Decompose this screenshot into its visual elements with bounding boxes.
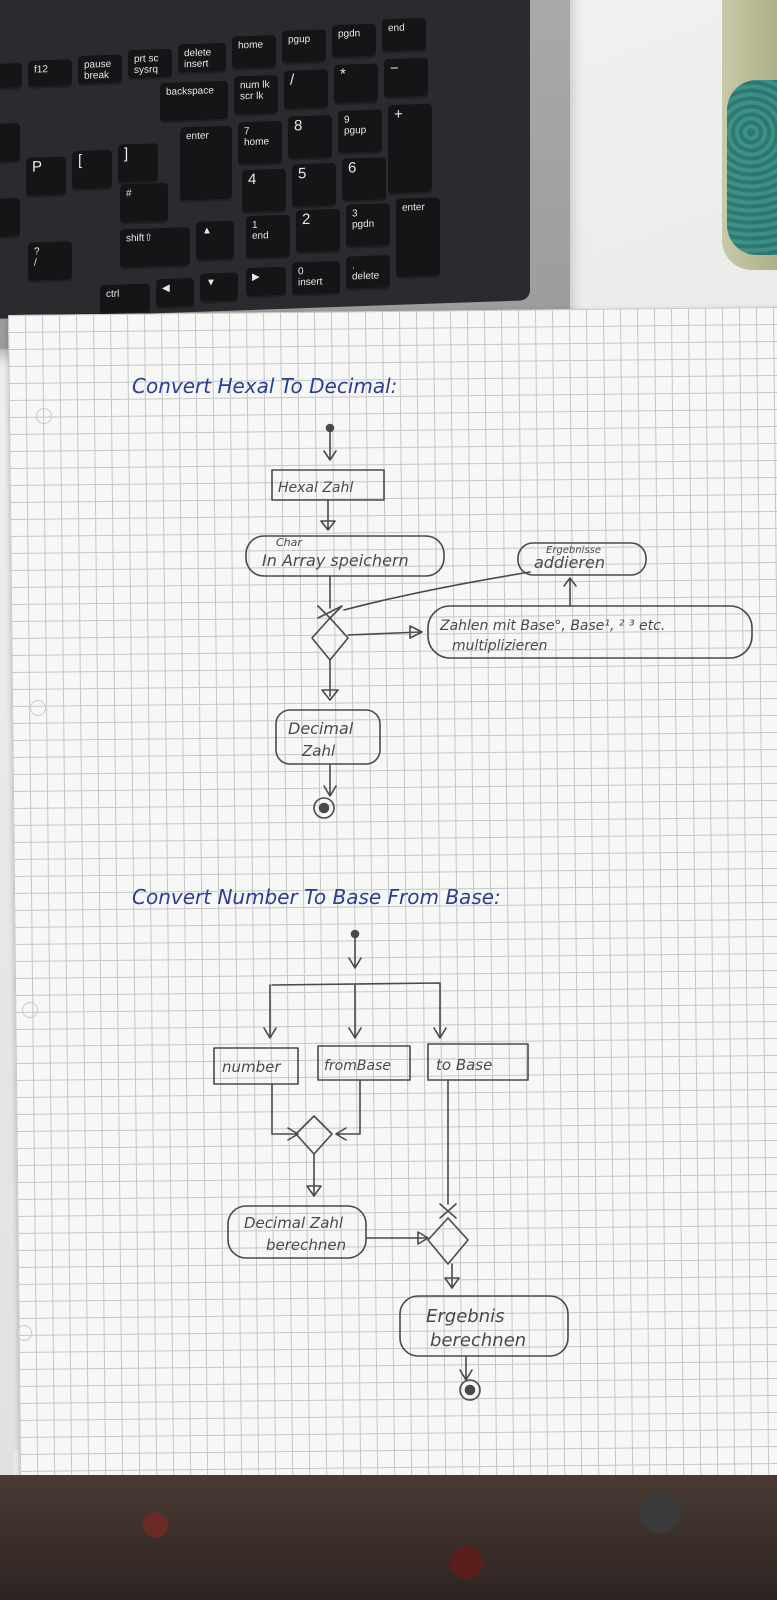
fork-arrows (263, 1027, 447, 1039)
arrow-multiply-to-add (563, 577, 577, 607)
arrow-output-to-end (323, 763, 337, 797)
arrow-start-to-input (323, 430, 337, 461)
node-multiply-line2: multiplizieren (452, 638, 548, 654)
arrow-decimal-to-join2 (365, 1231, 429, 1245)
node-add-note: Ergebnisse (546, 545, 601, 556)
paper-punch-hole (22, 1002, 38, 1018)
arrow-decision-to-multiply (347, 625, 423, 639)
end-node-2-inner (464, 1384, 476, 1396)
fork-bar (269, 982, 441, 1037)
arrow-add-to-merge (343, 571, 531, 611)
arrow-number-to-join (271, 1083, 299, 1141)
node-number-box (213, 1047, 299, 1085)
arrow-join-to-decimal (306, 1153, 322, 1197)
node-decimal-line1: Decimal Zahl (244, 1214, 344, 1232)
node-array-label: In Array speichern (262, 551, 409, 570)
node-frombase-box (317, 1045, 411, 1081)
node-result-box (399, 1295, 569, 1357)
end-node-2 (459, 1379, 481, 1401)
node-array-box (245, 535, 445, 577)
arrow-result-to-end (459, 1355, 473, 1381)
paper-punch-hole (30, 700, 46, 716)
merge-node-2 (439, 1203, 457, 1219)
node-multiply-box (427, 605, 753, 659)
join-diamond-2 (427, 1217, 469, 1265)
carpet-floor (0, 1475, 777, 1600)
node-tobase-label: to Base (436, 1056, 492, 1074)
arrow-start-to-fork (348, 936, 362, 969)
arrow-join2-to-result (444, 1263, 460, 1289)
node-number-label: number (222, 1058, 281, 1076)
node-result-line2: berechnen (430, 1330, 526, 1351)
arrow-frombase-to-join (335, 1079, 361, 1141)
node-add-box (517, 542, 647, 576)
end-node-inner (318, 802, 330, 814)
paper-punch-hole (16, 1325, 32, 1341)
arrow-decision-to-output (321, 659, 339, 701)
node-input-label: Hexal Zahl (278, 480, 353, 496)
node-multiply-line1: Zahlen mit Base°, Base¹, ² ³ etc. (439, 618, 665, 634)
node-result-line1: Ergebnis (426, 1306, 505, 1327)
node-output-box (275, 709, 381, 765)
join-diamond (295, 1115, 333, 1155)
diagram-number-base (213, 929, 569, 1401)
paper-punch-hole (36, 408, 52, 424)
diagram1-title: Convert Hexal To Decimal: (132, 374, 397, 398)
node-frombase-label: fromBase (324, 1058, 391, 1074)
node-decimal-calc-box (227, 1205, 367, 1259)
end-node (313, 797, 335, 819)
node-array-note: Char (276, 536, 303, 549)
diagram-hexal-to-decimal (245, 423, 753, 819)
node-output-line1: Decimal (288, 719, 354, 738)
node-tobase-box (427, 1043, 529, 1081)
node-add-label: addieren (534, 553, 605, 572)
diagram2-title: Convert Number To Base From Base: (132, 885, 501, 909)
node-output-line2: Zahl (301, 742, 336, 760)
decision-node (311, 617, 349, 661)
arrow-input-to-array (320, 499, 336, 531)
mug-wave-pattern (727, 80, 777, 255)
node-decimal-line2: berechnen (266, 1236, 346, 1254)
